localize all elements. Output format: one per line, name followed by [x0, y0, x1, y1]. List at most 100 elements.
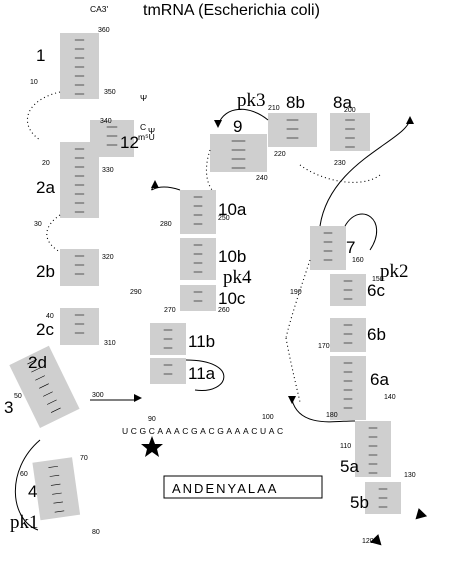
linker-sequence: UCGCAAACGACGAAACUAC — [122, 426, 286, 436]
svg-text:270: 270 — [164, 307, 176, 314]
triangle-marker-icon — [415, 508, 428, 520]
pk2-label: pk2 — [380, 261, 409, 282]
helix-8a-box — [330, 113, 370, 151]
helix-label-12: 12 — [120, 133, 139, 152]
svg-text:200: 200 — [344, 107, 356, 114]
helix-label-2b: 2b — [36, 262, 55, 281]
helix-9-box — [210, 134, 267, 172]
helix-5a-box — [355, 421, 391, 477]
base-pair-tick — [43, 391, 53, 397]
helix-10c-box — [180, 285, 216, 311]
helix-label-10c: 10c — [218, 289, 246, 308]
svg-text:250: 250 — [218, 215, 230, 222]
svg-text:230: 230 — [334, 160, 346, 167]
helix-boxes — [9, 33, 401, 521]
loop-1-2a-connector — [26, 91, 61, 141]
loop-8a-7-connector — [299, 164, 381, 183]
base-pair-tick — [27, 359, 38, 365]
pk4-top-arrowhead — [151, 180, 159, 188]
svg-text:350: 350 — [104, 89, 116, 96]
helix-2b-box — [60, 249, 99, 286]
loop-6c-6a-connector — [285, 337, 301, 403]
helix-label-5a: 5a — [340, 457, 359, 476]
helix-label-1: 1 — [36, 46, 45, 65]
svg-text:180: 180 — [326, 412, 338, 419]
helix-2c-box — [60, 308, 99, 345]
helix-label-11a: 11a — [188, 364, 216, 383]
helix-labels: 1 12 2a 2b 2c 2d 3 4 9 8b 8a 10a 10b 10c… — [4, 46, 389, 512]
pk2-bottom-arrowhead — [288, 396, 296, 404]
pk2-arrowhead — [406, 116, 414, 124]
helix-2d-3-box — [9, 345, 80, 429]
pk4-arrowhead — [134, 394, 142, 402]
helix-label-5b: 5b — [350, 493, 369, 512]
svg-text:340: 340 — [100, 118, 112, 125]
pk2-arrow — [344, 213, 378, 251]
helix-label-7: 7 — [346, 238, 355, 257]
helix-8b-box — [268, 113, 317, 147]
helix-label-11b: 11b — [188, 332, 215, 351]
helix-1-box — [60, 33, 99, 99]
helix-label-8a: 8a — [333, 93, 352, 112]
svg-text:360: 360 — [98, 27, 110, 34]
base-pair-tick — [39, 383, 49, 389]
diagram-title: tmRNA (Escherichia coli) — [143, 2, 320, 19]
arrow-heads — [134, 116, 414, 404]
helix-label-6a: 6a — [370, 370, 389, 389]
nucleotide-numbers: 10 20 30 40 50 60 70 80 90 100 110 120 1… — [14, 27, 416, 545]
svg-text:330: 330 — [102, 167, 114, 174]
pk3-label: pk3 — [237, 90, 266, 111]
svg-text:290: 290 — [130, 289, 142, 296]
helix-label-8b: 8b — [286, 93, 305, 112]
helix-10b-box — [180, 238, 216, 280]
svg-text:130: 130 — [404, 472, 416, 479]
loop-2a-2b-connector — [46, 214, 61, 253]
base-pair-tick — [48, 465, 58, 468]
base-pair-tick — [53, 501, 64, 504]
base-pair-tick — [31, 367, 41, 373]
base-pair-tick — [49, 474, 60, 477]
svg-text:300: 300 — [92, 392, 104, 399]
helix-6b-box — [330, 318, 366, 352]
svg-text:120: 120 — [362, 538, 374, 545]
helix-label-6b: 6b — [367, 325, 386, 344]
helix-label-2c: 2c — [36, 320, 54, 339]
svg-text:210: 210 — [268, 105, 280, 112]
pk2-bottom-arrow — [291, 399, 356, 423]
svg-text:30: 30 — [34, 221, 42, 228]
star-marker-icon — [141, 436, 163, 457]
svg-text:190: 190 — [290, 289, 302, 296]
loop-12-base: m⁵U — [138, 132, 155, 142]
helix-label-3: 3 — [4, 398, 13, 417]
helix-label-10b: 10b — [218, 247, 246, 266]
svg-text:260: 260 — [218, 307, 230, 314]
helix-6a-box — [330, 356, 366, 420]
triangle-marker-icon — [369, 534, 382, 546]
helix-11a-box — [150, 358, 186, 384]
svg-text:150: 150 — [372, 276, 384, 283]
base-pair-tick — [50, 407, 61, 413]
svg-text:110: 110 — [340, 443, 351, 450]
base-pair-tick — [47, 399, 57, 405]
pk4-label: pk4 — [223, 267, 252, 288]
helix-label-6c: 6c — [367, 281, 385, 300]
loop-12-base: Ψ — [140, 93, 147, 103]
pk1-label: pk1 — [10, 512, 39, 533]
svg-text:90: 90 — [148, 416, 156, 423]
pk3-arrowhead — [214, 120, 222, 128]
svg-text:320: 320 — [102, 254, 114, 261]
loop-7-connector — [285, 259, 311, 339]
helix-label-9: 9 — [233, 117, 242, 136]
base-pair-tick — [50, 483, 61, 486]
pk3-arrow — [217, 108, 269, 126]
svg-text:60: 60 — [20, 471, 28, 478]
pk2-long-arrow — [319, 117, 411, 227]
pk1-arrow — [14, 439, 41, 531]
helix-2a-box — [60, 142, 99, 218]
svg-text:220: 220 — [274, 151, 286, 158]
tag-peptide-box — [163, 475, 323, 499]
svg-text:50: 50 — [14, 393, 22, 400]
loop-12-base: C — [140, 122, 146, 132]
